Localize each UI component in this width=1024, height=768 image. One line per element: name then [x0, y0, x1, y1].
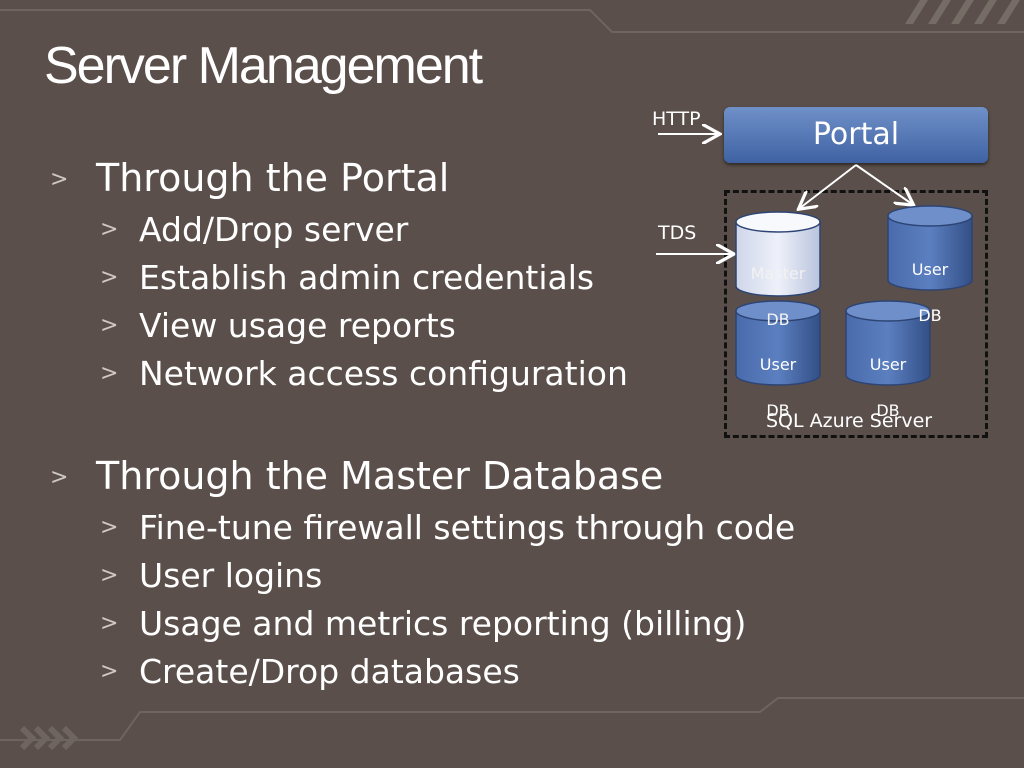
db-label-line: DB — [766, 310, 790, 329]
http-label: HTTP — [652, 108, 701, 130]
bullet-marker-icon: > — [100, 659, 119, 684]
sub-bullet: > Fine-tune firewall settings through co… — [44, 504, 795, 552]
bullet-marker-icon: > — [100, 217, 119, 242]
sql-azure-server-label: SQL Azure Server — [766, 410, 933, 432]
bullet-marker-icon: > — [100, 611, 119, 636]
user-db-label: User DB — [888, 235, 972, 350]
bullet-marker-icon: > — [100, 515, 119, 540]
sub-bullet-text: View usage reports — [139, 306, 456, 345]
sub-bullet: > Establish admin credentials — [44, 254, 684, 302]
sub-bullet-text: Network access configuration — [139, 354, 628, 393]
user-db-cylinder-icon — [887, 205, 973, 291]
user-db-cylinder-icon — [845, 300, 931, 386]
sub-bullet: > Network access configuration — [44, 350, 684, 398]
slide-title: Server Management — [44, 37, 483, 95]
db-label-line: User — [911, 260, 949, 279]
bullet-marker-icon: > — [100, 265, 119, 290]
bullet-through-master-database: > Through the Master Database — [44, 448, 684, 504]
portal-to-user-arrow — [855, 164, 912, 204]
bullet-marker-icon: > — [100, 361, 119, 386]
sub-bullet-text: Fine-tune firewall settings through code — [139, 508, 796, 547]
db-label-line: DB — [918, 306, 942, 325]
bullet-marker-icon: > — [100, 563, 119, 588]
sub-bullet: > User logins — [44, 552, 684, 600]
bullet-text: Through the Master Database — [96, 454, 664, 498]
portal-label: Portal — [812, 117, 900, 152]
sub-bullet: > Usage and metrics reporting (billing) — [44, 600, 746, 648]
portal-node — [724, 107, 988, 163]
db-label-line: User — [759, 355, 797, 374]
tds-label: TDS — [658, 222, 697, 244]
sub-bullet-text: Create/Drop databases — [139, 652, 520, 691]
user-db-label: User DB — [736, 330, 820, 445]
sub-bullet: > Add/Drop server — [44, 206, 684, 254]
sub-bullet: > View usage reports — [44, 302, 684, 350]
db-label-line: Master — [750, 264, 806, 283]
sub-bullet-text: Establish admin credentials — [139, 258, 595, 297]
bullet-marker-icon: > — [50, 465, 69, 490]
sub-bullet: > Create/Drop databases — [44, 648, 684, 696]
portal-to-master-arrow — [800, 164, 857, 208]
sub-bullet-text: Usage and metrics reporting (billing) — [139, 604, 747, 643]
master-db-cylinder-icon — [735, 211, 821, 297]
master-db-label: Master DB — [736, 239, 820, 354]
user-db-cylinder-icon — [735, 300, 821, 386]
sub-bullet-text: User logins — [139, 556, 323, 595]
sub-bullet-text: Add/Drop server — [139, 210, 409, 249]
sql-azure-server-boundary — [724, 190, 988, 438]
bullet-text: Through the Portal — [96, 156, 450, 200]
user-db-label: User DB — [846, 330, 930, 445]
db-label-line: DB — [766, 401, 790, 420]
bullet-list: > Through the Portal > Add/Drop server >… — [44, 150, 795, 696]
db-label-line: User — [869, 355, 907, 374]
bullet-through-portal: > Through the Portal — [44, 150, 684, 206]
bullet-marker-icon: > — [50, 167, 69, 192]
bullet-marker-icon: > — [100, 313, 119, 338]
db-label-line: DB — [876, 401, 900, 420]
